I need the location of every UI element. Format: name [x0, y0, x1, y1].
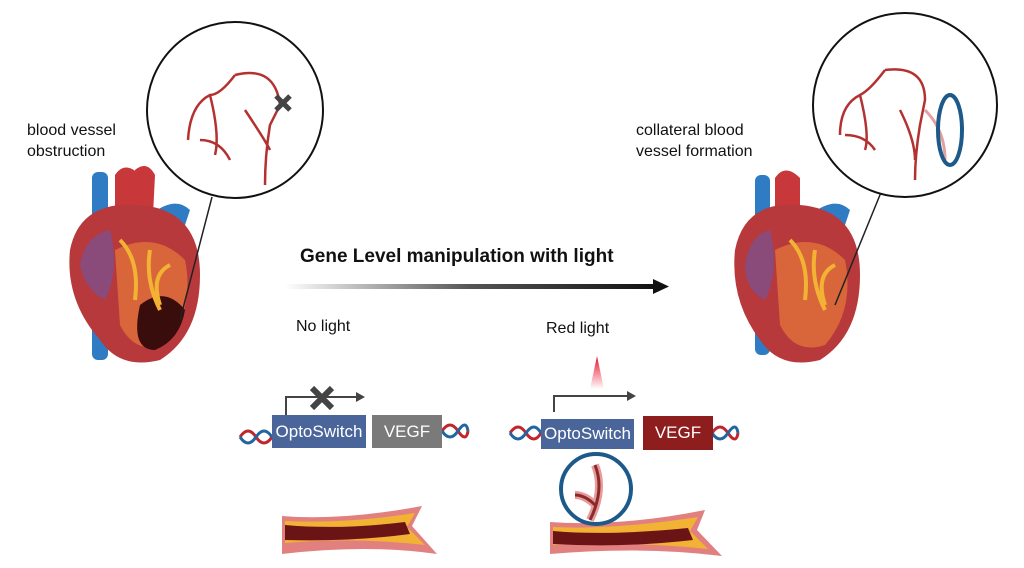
arrow-title: Gene Level manipulation with light [300, 246, 614, 267]
collateral-label-line1: collateral blood [636, 122, 744, 139]
callout-line-right [834, 189, 883, 306]
collateral-vessel-illustration [550, 452, 722, 556]
vegf-box-red-light: VEGF [643, 416, 713, 450]
vegf-box-no-light: VEGF [372, 415, 442, 448]
collateral-label: collateral blood vessel formation [636, 120, 753, 162]
dna-construct-no-light [238, 385, 470, 445]
blocked-x-icon [309, 385, 335, 411]
red-light-label: Red light [546, 320, 610, 337]
collateral-label-line2: vessel formation [636, 143, 753, 160]
dna-construct-red-light [508, 356, 740, 441]
no-light-label: No light [296, 318, 351, 335]
optoswitch-box-no-light: OptoSwitch [272, 415, 366, 448]
heart-recovered-illustration [734, 170, 860, 363]
obstruction-label-line2: obstruction [27, 143, 106, 160]
callout-line-left [179, 196, 213, 321]
heart-obstructed-illustration [69, 166, 200, 363]
obstruction-label-line1: blood vessel [27, 122, 116, 139]
red-light-beam-icon [590, 356, 604, 389]
process-arrow [285, 279, 669, 294]
blocked-vessel-illustration [282, 506, 437, 554]
zoom-circle-collateral [812, 12, 998, 198]
optoswitch-box-red-light: OptoSwitch [541, 419, 634, 449]
obstruction-label: blood vessel obstruction [27, 120, 116, 162]
zoom-circle-obstruction [146, 21, 324, 199]
